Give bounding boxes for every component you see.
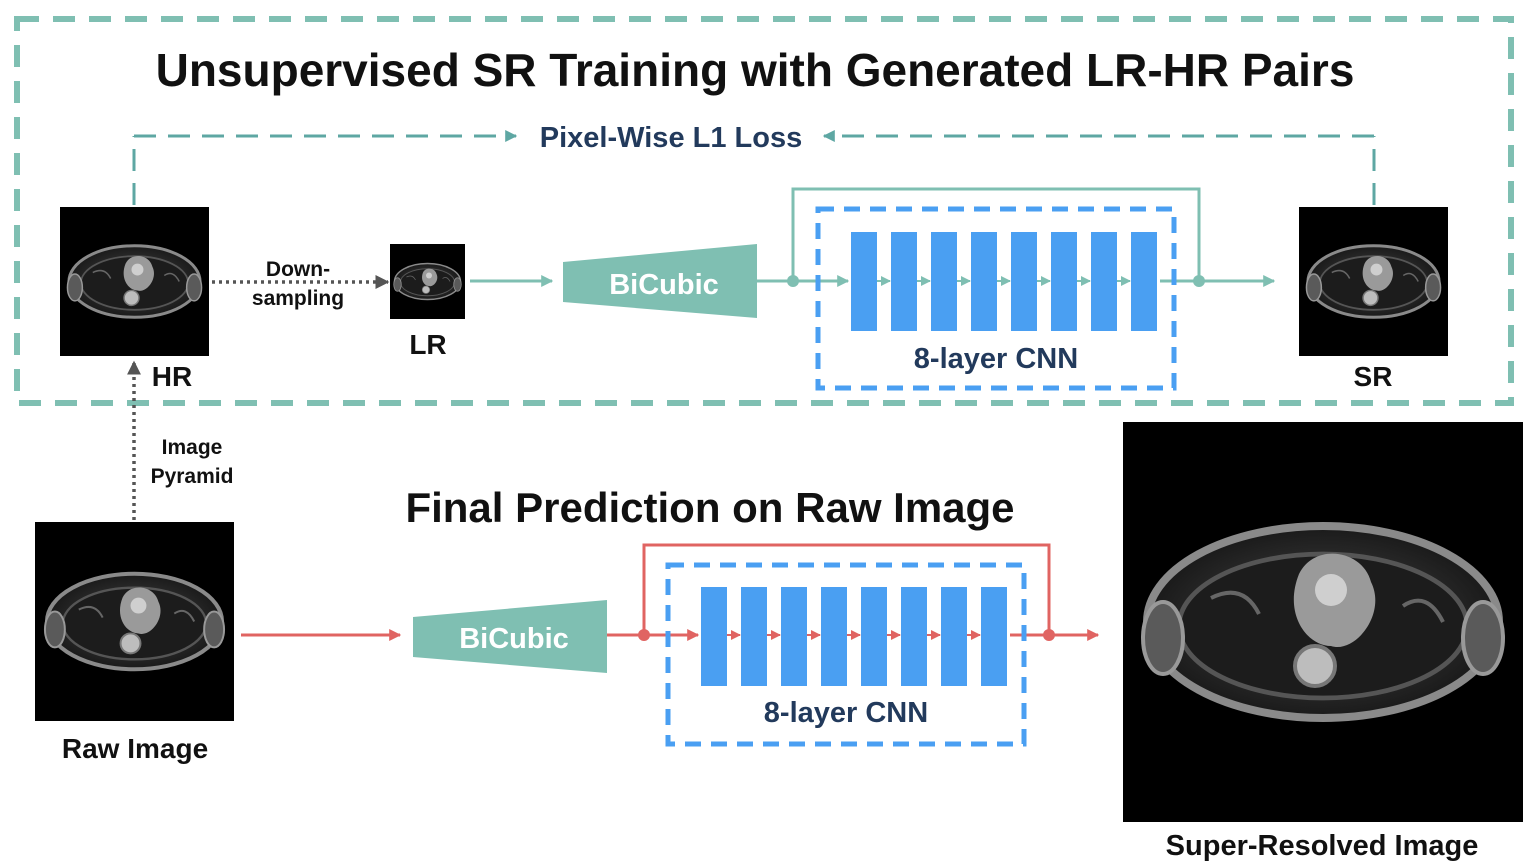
- training-skip-node-in: [787, 275, 799, 287]
- training-cnn-layer-7: [1091, 232, 1117, 331]
- prediction-cnn-label: 8-layer CNN: [764, 697, 928, 729]
- downsampling-label-line2: sampling: [252, 287, 344, 310]
- prediction-skip-node-out: [1043, 629, 1055, 641]
- prediction-cnn-layer-2: [741, 587, 767, 686]
- sr-label: SR: [1354, 361, 1393, 392]
- pyramid-label-line1: Image: [162, 436, 223, 459]
- prediction-cnn-box: [665, 562, 1027, 747]
- prediction-bicubic-block: [413, 600, 607, 673]
- training-cnn-layer-8: [1131, 232, 1157, 331]
- prediction-skip-node-in: [638, 629, 650, 641]
- prediction-cnn-layer-5: [861, 587, 887, 686]
- training-bicubic-label: BiCubic: [609, 269, 719, 301]
- super-resolved-image: [1123, 422, 1523, 822]
- training-cnn-layer-5: [1011, 232, 1037, 331]
- prediction-cnn-layer-6: [901, 587, 927, 686]
- raw-label: Raw Image: [62, 733, 208, 764]
- training-frame: [14, 16, 1514, 406]
- training-cnn-layer-3: [931, 232, 957, 331]
- prediction-title: Final Prediction on Raw Image: [405, 484, 1014, 531]
- prediction-cnn-layer-1: [701, 587, 727, 686]
- training-cnn-layers: [851, 232, 1157, 331]
- training-title: Unsupervised SR Training with Generated …: [156, 44, 1355, 96]
- lr-label: LR: [409, 329, 446, 360]
- training-cnn-layer-4: [971, 232, 997, 331]
- prediction-cnn-layers: [701, 587, 1007, 686]
- loss-connector: [132, 130, 1376, 205]
- training-cnn-layer-2: [891, 232, 917, 331]
- training-cnn-layer-6: [1051, 232, 1077, 331]
- training-skip-node-out: [1193, 275, 1205, 287]
- training-cnn-box: [815, 206, 1177, 391]
- output-label: Super-Resolved Image: [1166, 830, 1479, 862]
- training-bicubic-block: [563, 244, 757, 318]
- loss-label: Pixel-Wise L1 Loss: [540, 122, 802, 154]
- prediction-skip-connection: [642, 543, 1051, 635]
- lr-image: [390, 244, 465, 319]
- prediction-cnn-layer-4: [821, 587, 847, 686]
- prediction-cnn-layer-7: [941, 587, 967, 686]
- hr-image: [60, 207, 209, 356]
- training-skip-connection: [791, 187, 1201, 281]
- training-cnn-label: 8-layer CNN: [914, 343, 1078, 375]
- hr-label: HR: [152, 361, 192, 392]
- sr-image: [1299, 207, 1448, 356]
- pyramid-label-line2: Pyramid: [151, 465, 234, 488]
- prediction-bicubic-label: BiCubic: [459, 623, 569, 655]
- downsampling-label-line1: Down-: [266, 258, 330, 281]
- raw-image: [35, 522, 234, 721]
- prediction-cnn-layer-3: [781, 587, 807, 686]
- training-cnn-layer-1: [851, 232, 877, 331]
- prediction-cnn-layer-8: [981, 587, 1007, 686]
